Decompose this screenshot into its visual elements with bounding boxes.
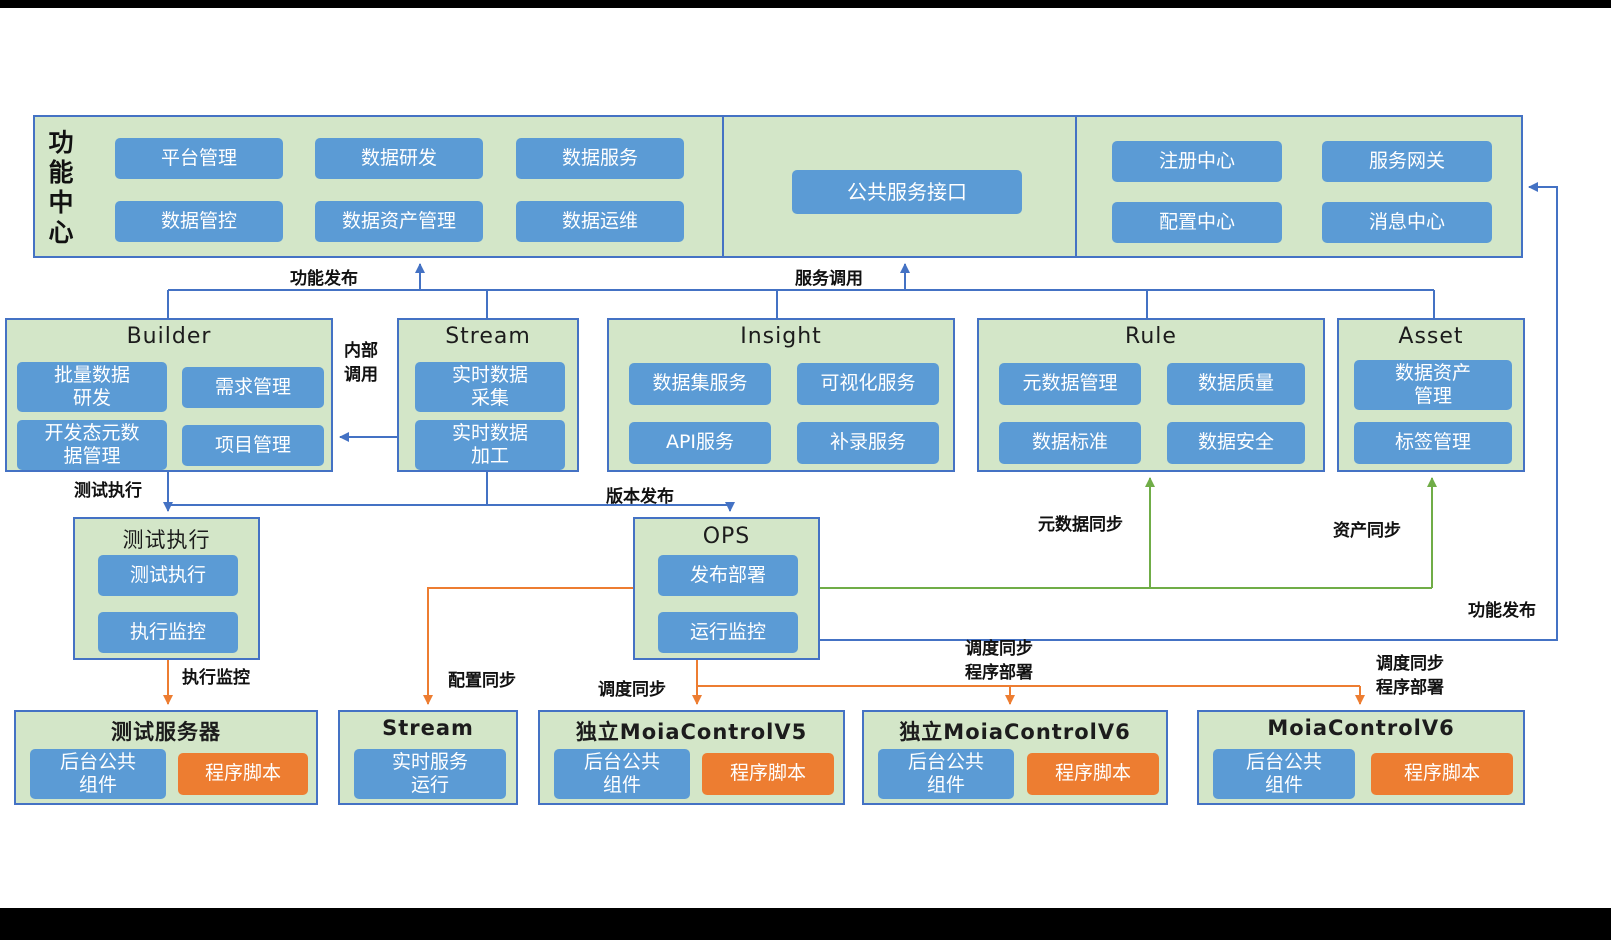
panel-function-center: 功能中心 平台管理 数据研发 数据服务 数据管控 数据资产管理 数据运维 公共服… [33, 115, 1523, 258]
node-test-exec: 测试执行 [98, 555, 238, 596]
panel-builder: Builder 批量数据 研发 需求管理 开发态元数 据管理 项目管理 [5, 318, 333, 472]
panel-title-builder: Builder [126, 324, 212, 349]
panel-test-exec: 测试执行 测试执行 执行监控 [73, 517, 260, 660]
letterbox-bottom [0, 908, 1611, 940]
letterbox-top [0, 0, 1611, 8]
node-service-gateway: 服务网关 [1322, 141, 1492, 182]
node-api-service: API服务 [629, 422, 771, 464]
panel-insight: Insight 数据集服务 可视化服务 API服务 补录服务 [607, 318, 955, 472]
node-backend-common-3: 后台公共 组件 [878, 749, 1014, 799]
node-message-center: 消息中心 [1322, 202, 1492, 243]
panel-title-insight: Insight [740, 324, 822, 349]
panel-title-asset: Asset [1398, 324, 1464, 349]
node-program-script-3: 程序脚本 [1027, 753, 1159, 795]
panel-stream: Stream 实时数据 采集 实时数据 加工 [397, 318, 579, 472]
edge-label-config-sync: 配置同步 [448, 671, 516, 691]
edge-label-schedule-sync-deploy-2: 调度同步 程序部署 [1376, 654, 1444, 698]
node-backend-common-1: 后台公共 组件 [30, 749, 166, 799]
node-program-script-4: 程序脚本 [1371, 753, 1513, 795]
panel-rule: Rule 元数据管理 数据质量 数据标准 数据安全 [977, 318, 1325, 472]
edge-label-asset-sync: 资产同步 [1333, 521, 1401, 541]
node-backend-common-2: 后台公共 组件 [554, 749, 690, 799]
panel-title-stream-runtime: Stream [382, 716, 474, 740]
node-data-ops: 数据运维 [516, 201, 684, 242]
edge-label-schedule-sync-deploy-1: 调度同步 程序部署 [965, 639, 1033, 683]
node-data-standard: 数据标准 [999, 422, 1141, 464]
node-exec-monitor: 执行监控 [98, 612, 238, 653]
edge-label-metadata-sync: 元数据同步 [1038, 515, 1123, 535]
node-dataset-service: 数据集服务 [629, 363, 771, 405]
edge-label-test-exec: 测试执行 [74, 481, 142, 501]
panel-title-test-server: 测试服务器 [111, 720, 221, 744]
panel-test-server: 测试服务器 后台公共 组件 程序脚本 [14, 710, 318, 805]
node-tag-mgmt: 标签管理 [1354, 422, 1512, 464]
panel-title-moia-v5: 独立MoiaControlV5 [575, 720, 808, 744]
panel-title-stream: Stream [445, 324, 531, 349]
node-backfill-service: 补录服务 [797, 422, 939, 464]
node-realtime-collect: 实时数据 采集 [415, 362, 565, 412]
node-backend-common-4: 后台公共 组件 [1213, 749, 1355, 799]
node-public-service-api: 公共服务接口 [792, 170, 1022, 214]
node-program-script-1: 程序脚本 [178, 753, 308, 795]
panel-title-test-exec: 测试执行 [122, 528, 211, 552]
node-dev-metadata-mgmt: 开发态元数 据管理 [17, 420, 167, 470]
edge-label-internal-call: 内部 调用 [344, 341, 378, 385]
node-metadata-mgmt: 元数据管理 [999, 363, 1141, 405]
panel-title-moia-v6-standalone: 独立MoiaControlV6 [899, 720, 1131, 744]
node-project-mgmt: 项目管理 [182, 425, 324, 466]
edge-label-function-publish-right: 功能发布 [1468, 601, 1536, 621]
panel-moia-v6: MoiaControlV6 后台公共 组件 程序脚本 [1197, 710, 1525, 805]
node-batch-data-dev: 批量数据 研发 [17, 362, 167, 412]
edge-label-version-publish: 版本发布 [606, 487, 674, 507]
node-config-center: 配置中心 [1112, 202, 1282, 243]
panel-asset: Asset 数据资产 管理 标签管理 [1337, 318, 1525, 472]
node-data-asset-mgmt: 数据资产管理 [315, 201, 483, 242]
node-registry-center: 注册中心 [1112, 141, 1282, 182]
node-run-monitor: 运行监控 [658, 612, 798, 653]
node-platform-mgmt: 平台管理 [115, 138, 283, 179]
panel-title-rule: Rule [1125, 324, 1177, 349]
node-realtime-service-run: 实时服务 运行 [354, 749, 506, 799]
edge-label-exec-monitor: 执行监控 [182, 668, 250, 688]
edge-label-service-call: 服务调用 [795, 269, 863, 289]
panel-title-moia-v6: MoiaControlV6 [1267, 716, 1455, 740]
node-realtime-process: 实时数据 加工 [415, 420, 565, 470]
node-data-service: 数据服务 [516, 138, 684, 179]
panel-moia-v6-standalone: 独立MoiaControlV6 后台公共 组件 程序脚本 [862, 710, 1168, 805]
panel-title-ops: OPS [702, 524, 751, 549]
node-data-quality: 数据质量 [1167, 363, 1305, 405]
node-data-asset-mgmt2: 数据资产 管理 [1354, 360, 1512, 410]
panel-title-function-center: 功能中心 [48, 128, 74, 247]
panel-divider [722, 117, 724, 256]
edge-label-function-publish-top: 功能发布 [290, 269, 358, 289]
node-program-script-2: 程序脚本 [702, 753, 834, 795]
edge-label-schedule-sync: 调度同步 [598, 680, 666, 700]
node-data-security: 数据安全 [1167, 422, 1305, 464]
node-visual-service: 可视化服务 [797, 363, 939, 405]
node-demand-mgmt: 需求管理 [182, 367, 324, 408]
node-deploy: 发布部署 [658, 555, 798, 596]
panel-moia-v5-standalone: 独立MoiaControlV5 后台公共 组件 程序脚本 [538, 710, 845, 805]
panel-stream-runtime: Stream 实时服务 运行 [338, 710, 518, 805]
node-data-dev: 数据研发 [315, 138, 483, 179]
panel-ops: OPS 发布部署 运行监控 [633, 517, 820, 660]
panel-divider [1075, 117, 1077, 256]
node-data-control: 数据管控 [115, 201, 283, 242]
